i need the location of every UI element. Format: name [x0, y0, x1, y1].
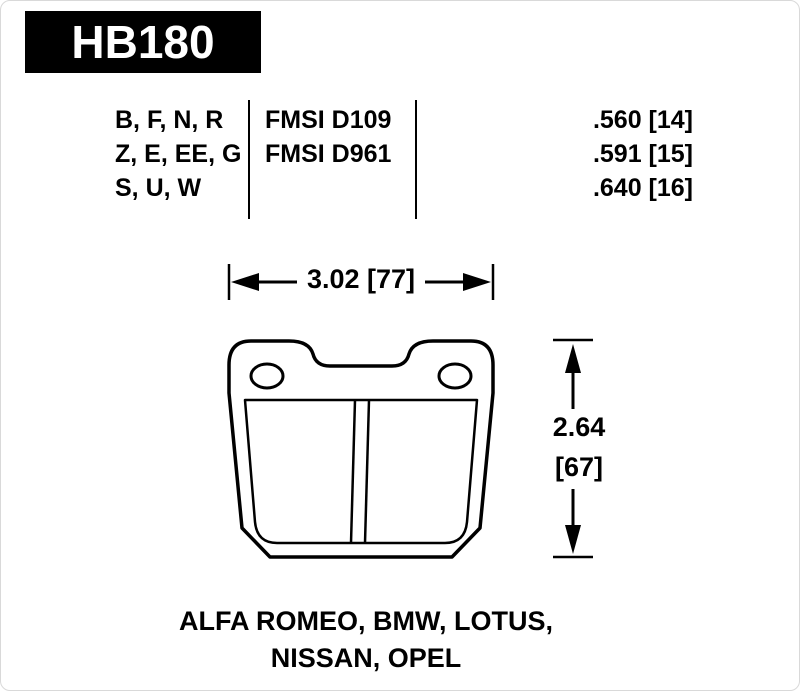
- table-divider-right: [415, 100, 417, 219]
- fmsi-row: FMSI D961: [265, 140, 392, 168]
- fmsi-column: FMSI D109 FMSI D961: [265, 103, 391, 171]
- pad-center-slot-line-right: [363, 399, 371, 544]
- table-divider-left: [248, 100, 250, 219]
- pad-friction-outline: [243, 398, 479, 545]
- vehicle-applications: ALFA ROMEO, BMW, LOTUS, NISSAN, OPEL: [61, 603, 671, 677]
- thickness-row: .560 [14]: [592, 106, 693, 134]
- pad-outer-outline: [227, 339, 495, 559]
- applications-line-1: ALFA ROMEO, BMW, LOTUS,: [179, 606, 553, 636]
- compound-row: Z, E, EE, G: [115, 140, 242, 168]
- compound-row: B, F, N, R: [115, 106, 224, 134]
- height-dimension-mm-label: [67]: [554, 452, 603, 482]
- mounting-hole-left: [249, 362, 285, 390]
- width-arrow-left-icon: [231, 273, 259, 291]
- thickness-column: .560 [14] .591 [15] .640 [16]: [501, 103, 693, 205]
- fmsi-row: FMSI D109: [265, 106, 392, 134]
- thickness-row: .591 [15]: [592, 140, 693, 168]
- height-dimension-inches-label: 2.64: [552, 412, 606, 442]
- compound-codes-column: B, F, N, R Z, E, EE, G S, U, W: [115, 103, 241, 205]
- mounting-hole-right: [437, 362, 473, 390]
- height-arrow-down-icon: [565, 525, 581, 554]
- thickness-row: .640 [16]: [592, 174, 693, 202]
- height-arrow-up-icon: [565, 344, 581, 373]
- compound-row: S, U, W: [115, 174, 202, 202]
- width-arrow-right-icon: [463, 273, 491, 291]
- pad-center-slot-line-left: [349, 399, 357, 544]
- part-number-header: HB180: [25, 11, 261, 73]
- width-dimension-label: 3.02 [77]: [306, 264, 416, 294]
- part-number: HB180: [71, 16, 215, 68]
- applications-line-2: NISSAN, OPEL: [270, 643, 462, 673]
